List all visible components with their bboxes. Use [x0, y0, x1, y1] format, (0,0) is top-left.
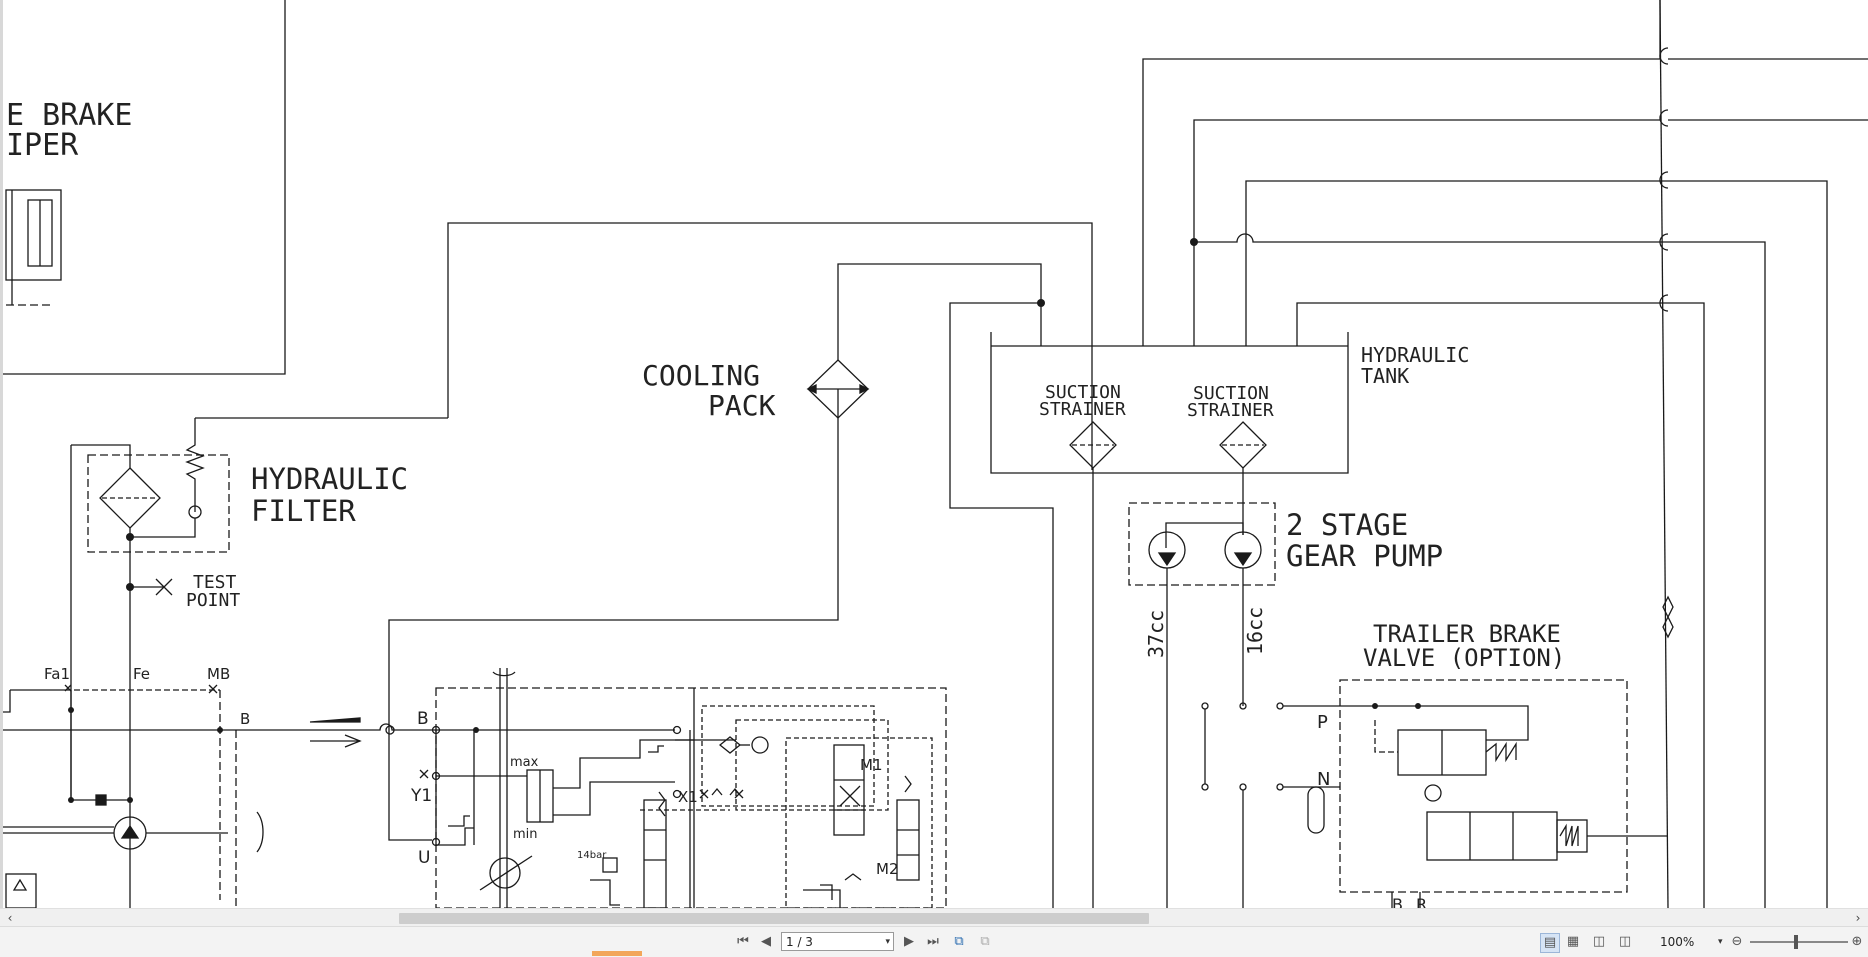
document-canvas[interactable]: E BRAKE IPER COOLING PACK HYDRAULIC FILT… — [0, 0, 1868, 908]
port-label-u: U — [418, 848, 430, 868]
suction-strainer-b-label-2: STRAINER — [1187, 400, 1274, 421]
brake-caliper-label-1: E BRAKE — [6, 98, 132, 133]
single-page-icon[interactable]: ▤ — [1540, 933, 1560, 953]
scroll-right-icon[interactable]: › — [1855, 911, 1861, 925]
chevron-down-icon[interactable]: ▾ — [885, 937, 890, 947]
port-label-b2: B — [417, 709, 429, 729]
hydraulic-tank-label-2: TANK — [1361, 364, 1409, 388]
prev-page-icon[interactable]: ◀ — [761, 934, 771, 949]
gear-pump-label-1: 2 STAGE — [1286, 508, 1408, 542]
zoom-slider[interactable] — [1750, 935, 1848, 949]
pump-displacement-37cc: 37cc — [1144, 610, 1168, 658]
port-label-m2: M2 — [876, 860, 899, 878]
brake-caliper-label-2: IPER — [6, 128, 79, 163]
trailer-brake-label-2: VALVE (OPTION) — [1363, 644, 1565, 672]
port-label-n: N — [1317, 769, 1330, 790]
taskbar-indicator — [592, 951, 642, 956]
forward-view-icon[interactable]: ⧉ — [980, 934, 990, 949]
cooling-pack-label-1: COOLING — [642, 359, 760, 392]
page-indicator-field[interactable]: 1 / 3 ▾ — [781, 932, 894, 951]
page-left-edge — [0, 0, 3, 908]
port-label-min: min — [513, 827, 538, 842]
horizontal-scrollbar[interactable]: ‹ › — [0, 908, 1868, 927]
pressure-label-14bar: 14bar — [577, 850, 607, 861]
port-label-y1: Y1 — [410, 786, 432, 806]
pump-displacement-16cc: 16cc — [1243, 607, 1267, 655]
continuous-icon[interactable]: ▦ — [1566, 934, 1580, 949]
gear-pump-label-2: GEAR PUMP — [1286, 539, 1443, 573]
suction-strainer-a-label-2: STRAINER — [1039, 399, 1126, 420]
port-label-m1: M1 — [860, 756, 883, 774]
port-label-max: max — [510, 755, 539, 770]
suction-strainer-a-label-1: SUCTION — [1045, 382, 1121, 403]
trailer-brake-label-1: TRAILER BRAKE — [1373, 620, 1561, 648]
page-indicator-text: 1 / 3 — [786, 935, 813, 949]
port-label-fe: Fe — [133, 665, 150, 683]
cooling-pack-label-2: PACK — [708, 389, 776, 422]
port-label-b3: B — [1392, 895, 1403, 908]
back-view-icon[interactable]: ⧉ — [954, 934, 964, 949]
port-label-x1: X1 — [678, 788, 698, 806]
hydraulic-filter-label-1: HYDRAULIC — [251, 462, 408, 496]
next-page-icon[interactable]: ▶ — [904, 934, 914, 949]
port-label-b1: B — [240, 710, 250, 728]
suction-strainer-b-label-1: SUCTION — [1193, 383, 1269, 404]
scroll-left-icon[interactable]: ‹ — [7, 911, 13, 925]
zoom-slider-knob[interactable] — [1794, 935, 1798, 949]
port-label-mb: MB — [207, 665, 230, 683]
zoom-in-icon[interactable]: ⊕ — [1851, 934, 1863, 949]
facing-pages-icon[interactable]: ◫ — [1592, 934, 1606, 949]
bottom-toolbar: ⏮ ◀ 1 / 3 ▾ ▶ ⏭ ⧉ ⧉ ▤ ▦ ◫ ◫ 100% ▾ ⊖ ⊕ — [0, 926, 1868, 957]
zoom-out-icon[interactable]: ⊖ — [1731, 934, 1743, 949]
last-page-icon[interactable]: ⏭ — [927, 934, 939, 949]
first-page-icon[interactable]: ⏮ — [737, 934, 749, 949]
zoom-dropdown-icon[interactable]: ▾ — [1718, 937, 1723, 947]
test-point-label-1: TEST — [193, 572, 237, 593]
hydraulic-filter-label-2: FILTER — [251, 494, 356, 528]
hydraulic-schematic: E BRAKE IPER COOLING PACK HYDRAULIC FILT… — [0, 0, 1868, 908]
facing-continuous-icon[interactable]: ◫ — [1618, 934, 1632, 949]
zoom-level[interactable]: 100% — [1660, 935, 1695, 949]
hydraulic-tank-label-1: HYDRAULIC — [1361, 343, 1469, 367]
port-label-r: R — [1416, 895, 1427, 908]
port-label-fa1: Fa1 — [44, 665, 70, 683]
test-point-label-2: POINT — [186, 590, 240, 611]
port-label-p: P — [1317, 712, 1328, 733]
scrollbar-thumb[interactable] — [399, 913, 1149, 924]
